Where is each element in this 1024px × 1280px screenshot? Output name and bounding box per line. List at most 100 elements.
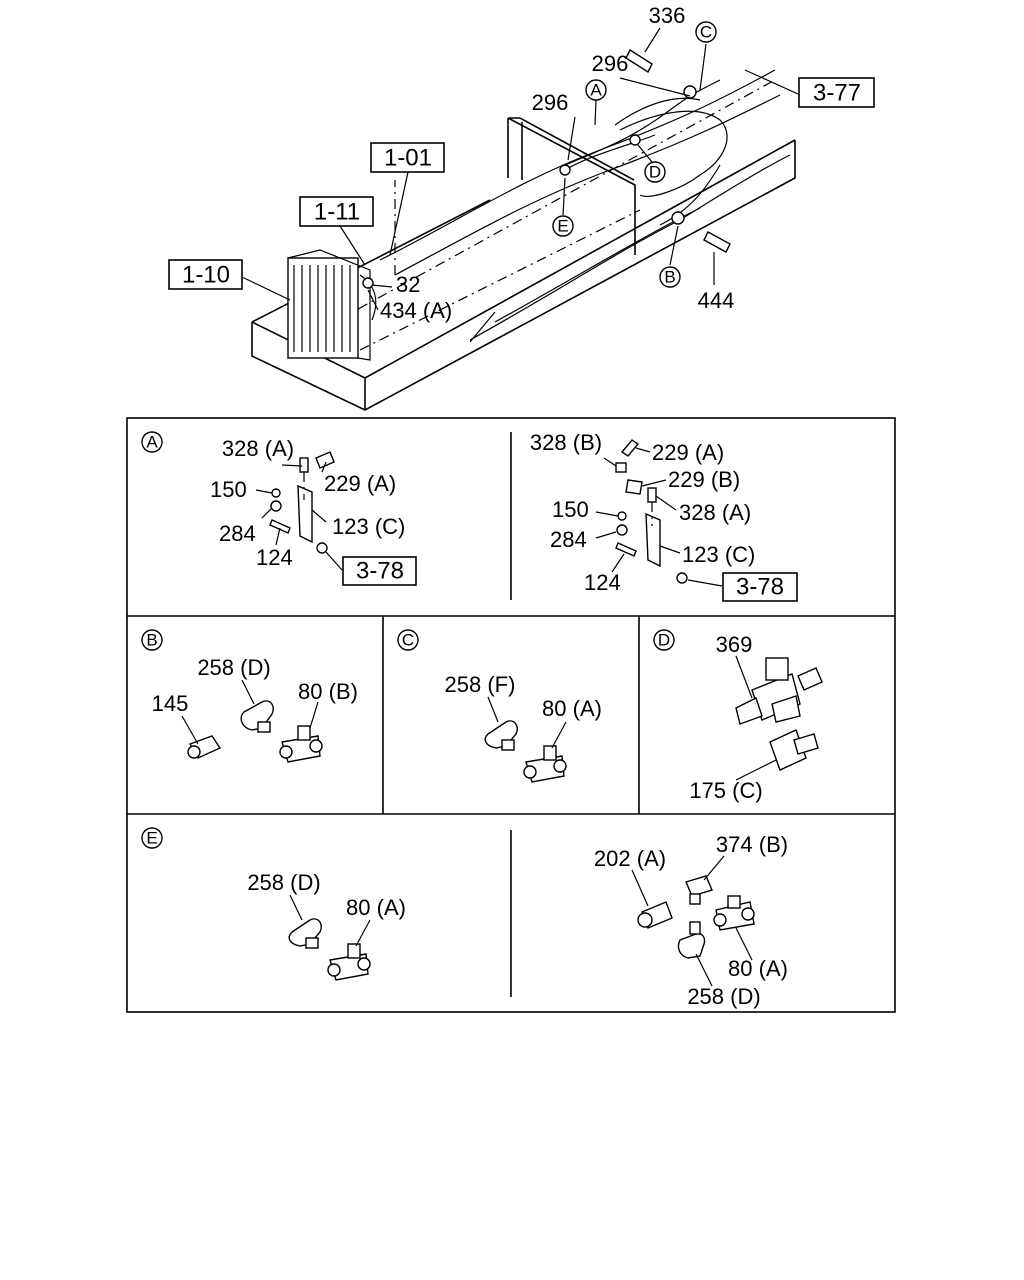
tee-80b-top — [297, 725, 311, 741]
connector-b — [671, 211, 685, 225]
label-b-80b: 80 (B) — [298, 679, 358, 704]
tee-80a-e-left-port-left — [327, 963, 341, 977]
panel-e-tag-text: E — [146, 829, 157, 848]
label-e-right-80a: 80 (A) — [728, 956, 788, 981]
fitting-328b-right — [615, 462, 627, 473]
bracket-123c-right — [645, 512, 661, 568]
label-c-258f: 258 (F) — [445, 672, 516, 697]
panel-b: B 258 (D) 80 (B) 145 — [141, 629, 358, 763]
label-a-left-123c: 123 (C) — [332, 514, 405, 539]
union-369-top — [765, 657, 789, 681]
label-b-145: 145 — [152, 691, 189, 716]
panel-e: E 258 (D) 80 (A) 202 (A) 374 (B) 80 (A) … — [141, 827, 788, 1009]
label-a-left-229a: 229 (A) — [324, 471, 396, 496]
label-d-369: 369 — [716, 632, 753, 657]
connector-c — [683, 85, 697, 99]
callout-d-text: D — [649, 163, 661, 182]
label-e-right-202a: 202 (A) — [594, 846, 666, 871]
panel-b-tag-text: B — [146, 631, 157, 650]
label-a-right-124: 124 — [584, 570, 621, 595]
ref-box-1-10 — [168, 259, 243, 290]
fitting-374b-nipple — [689, 893, 701, 905]
elbow-258d-e-right-nipple — [689, 921, 701, 935]
union-369-left — [735, 697, 763, 725]
elbow-175c-nipple — [793, 733, 819, 755]
label-a-left-328a: 328 (A) — [222, 436, 294, 461]
label-c-80a: 80 (A) — [542, 696, 602, 721]
label-e-left-80a: 80 (A) — [346, 895, 406, 920]
tee-80a-c-port-left — [523, 765, 537, 779]
label-32: 32 — [396, 272, 420, 297]
washer-150-left — [271, 488, 281, 498]
fitting-328a-right — [647, 487, 657, 503]
label-b-258d: 258 (D) — [197, 655, 270, 680]
callout-e — [552, 215, 574, 237]
washer-150-right — [617, 511, 627, 521]
tee-80a-c-port-right — [553, 759, 567, 773]
ref-box-3-77 — [798, 77, 875, 108]
panel-d-tag — [653, 629, 675, 651]
ref-box-1-11 — [299, 196, 374, 227]
panel-c: C 258 (F) 80 (A) — [397, 629, 602, 783]
elbow-258d-b-nipple — [257, 721, 271, 733]
panel-e-tag — [141, 827, 163, 849]
callout-c-text: C — [700, 23, 712, 42]
label-a-left-124: 124 — [256, 545, 293, 570]
fitting-374b — [685, 875, 713, 897]
tee-80a-c-top — [543, 745, 557, 761]
label-d-175c: 175 (C) — [689, 778, 762, 803]
tee-80a-e-right-top — [727, 895, 741, 909]
callout-b — [659, 266, 681, 288]
detail-grid — [126, 417, 896, 1013]
label-336: 336 — [649, 3, 686, 28]
label-296-upper: 296 — [592, 51, 629, 76]
elbow-258f-nipple — [501, 739, 515, 751]
ref-1-10: 1-10 — [182, 262, 230, 289]
tee-80a-e-right-port-right — [741, 907, 755, 921]
ref-box-1-01 — [370, 142, 445, 173]
ref-a-left-3-78: 3-78 — [356, 558, 404, 585]
callout-b-text: B — [664, 268, 675, 287]
union-369-bottom — [771, 695, 801, 723]
label-a-left-150: 150 — [210, 477, 247, 502]
tee-80b-port-right — [309, 739, 323, 753]
fitting-328a-left — [299, 457, 309, 473]
connector-e — [559, 164, 571, 176]
tee-80b-port-left — [279, 745, 293, 759]
connector-32 — [362, 277, 374, 289]
panel-a-tag — [141, 431, 163, 453]
label-a-right-150: 150 — [552, 497, 589, 522]
label-434a: 434 (A) — [380, 298, 452, 323]
label-a-right-123c: 123 (C) — [682, 542, 755, 567]
callout-d — [644, 161, 666, 183]
nut-284-right — [616, 524, 628, 536]
ref-box-a-left-3-78 — [342, 556, 417, 586]
label-a-right-328a: 328 (A) — [679, 500, 751, 525]
label-296-lower: 296 — [532, 90, 569, 115]
plug-202a-end — [637, 912, 653, 928]
panel-a: A 328 (A) 229 (A) 150 284 123 (C) 124 3-… — [141, 430, 798, 602]
callout-e-text: E — [557, 217, 568, 236]
label-e-right-374b: 374 (B) — [716, 832, 788, 857]
union-369-right — [797, 667, 823, 691]
bolt-124-right — [615, 542, 637, 557]
label-a-right-284: 284 — [550, 527, 587, 552]
label-a-right-229b: 229 (B) — [668, 467, 740, 492]
panel-c-tag — [397, 629, 419, 651]
ref-1-11: 1-11 — [314, 199, 360, 226]
panel-b-tag — [141, 629, 163, 651]
fitting-145-port — [187, 745, 201, 759]
panel-d-tag-text: D — [658, 631, 670, 650]
label-a-left-284: 284 — [219, 521, 256, 546]
bracket-123c-left — [297, 484, 313, 544]
fitting-229a-right — [620, 439, 640, 457]
callout-a-text: A — [590, 81, 602, 100]
panel-d: D 369 175 (C) — [653, 629, 823, 803]
overview-chassis — [241, 27, 799, 411]
tee-80a-e-right-port-left — [713, 913, 727, 927]
callout-c — [695, 21, 717, 43]
bolt-444 — [703, 231, 731, 253]
panel-c-tag-text: C — [402, 631, 414, 650]
callout-a — [585, 79, 607, 101]
radiator — [287, 257, 359, 359]
